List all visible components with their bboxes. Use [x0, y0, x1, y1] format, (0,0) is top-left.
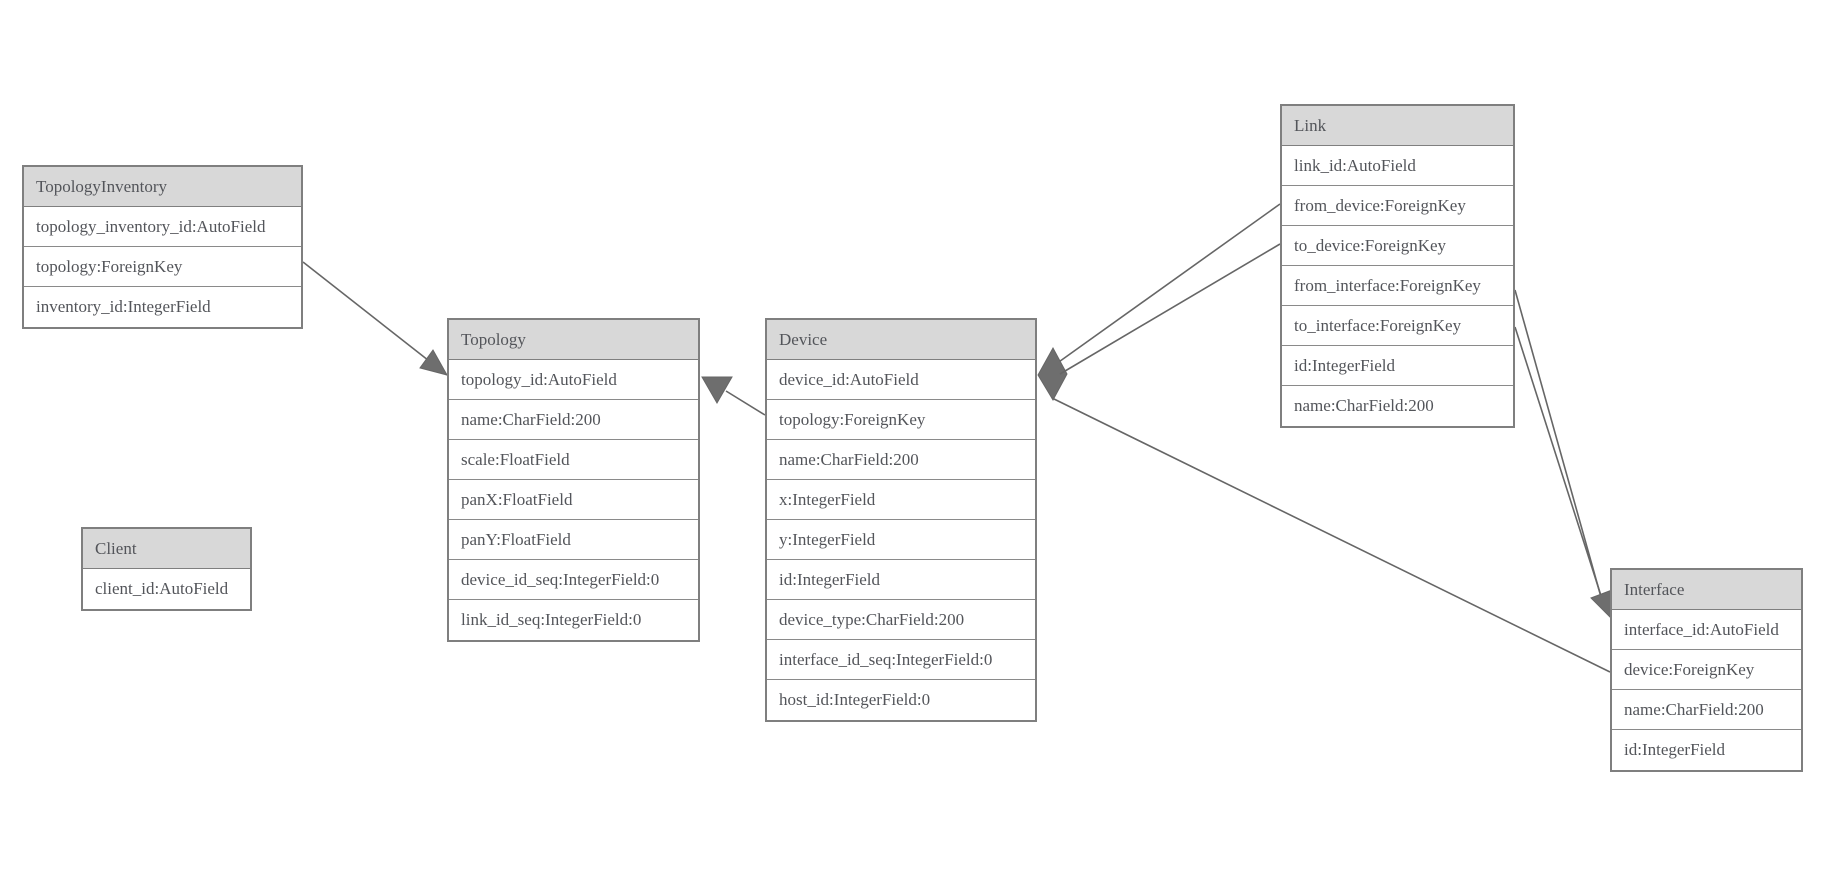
field-topologyinventory-inventory_id: inventory_id:IntegerField: [36, 297, 211, 316]
relation-arrowhead-link_to_interface-to-interface_interface_id: [1590, 589, 1613, 620]
field-link-to_device: to_device:ForeignKey: [1282, 226, 1513, 266]
field-topology-scale: scale:FloatField: [449, 440, 698, 480]
field-client-client_id: client_id:AutoField: [95, 579, 229, 598]
field-link-from_interface: from_interface:ForeignKey: [1282, 266, 1513, 306]
field-device-device_id: device_id:AutoField: [767, 360, 1035, 400]
field-topology-topology_id: topology_id:AutoField: [449, 360, 698, 400]
relation-arrowhead-device_topology-to-topology_topology_id: [701, 376, 733, 405]
field-interface-name: name:CharField:200: [1612, 690, 1801, 730]
field-link-name: name:CharField:200: [1294, 396, 1434, 415]
field-interface-device: device:ForeignKey: [1612, 650, 1801, 690]
relation-line-link_to_interface-to-interface_interface_id: [1514, 326, 1604, 603]
entity-title-client: Client: [83, 529, 250, 569]
relation-line-link_from_interface-to-interface_interface_id: [1514, 289, 1602, 598]
field-link-to_interface: to_interface:ForeignKey: [1282, 306, 1513, 346]
field-topology-link_id_seq: link_id_seq:IntegerField:0: [461, 610, 642, 629]
field-device-topology: topology:ForeignKey: [767, 400, 1035, 440]
relation-line-link_from_device-to-device_device_id: [1055, 203, 1281, 365]
field-interface-interface_id: interface_id:AutoField: [1612, 610, 1801, 650]
field-device-host_id: host_id:IntegerField:0: [779, 690, 931, 709]
field-interface-id: id:IntegerField: [1624, 740, 1726, 759]
field-topology-panX: panX:FloatField: [449, 480, 698, 520]
entity-title-topologyinventory: TopologyInventory: [24, 167, 301, 207]
field-link-link_id: link_id:AutoField: [1282, 146, 1513, 186]
relation-line-interface_device-to-device_device_id: [1051, 397, 1611, 673]
field-topology-panY: panY:FloatField: [449, 520, 698, 560]
field-device-id: id:IntegerField: [767, 560, 1035, 600]
field-device-y: y:IntegerField: [767, 520, 1035, 560]
field-topology-device_id_seq: device_id_seq:IntegerField:0: [449, 560, 698, 600]
field-topologyinventory-topology_inventory_id: topology_inventory_id:AutoField: [24, 207, 301, 247]
entity-title-link: Link: [1282, 106, 1513, 146]
relation-line-device_topology-to-topology_topology_id: [725, 390, 766, 416]
field-device-name: name:CharField:200: [767, 440, 1035, 480]
field-topologyinventory-topology: topology:ForeignKey: [24, 247, 301, 287]
field-topology-name: name:CharField:200: [449, 400, 698, 440]
field-device-device_type: device_type:CharField:200: [767, 600, 1035, 640]
relation-line-link_to_device-to-device_device_id: [1059, 243, 1281, 375]
field-link-from_device: from_device:ForeignKey: [1282, 186, 1513, 226]
relation-arrowhead-link_from_device-to-device_device_id: [1037, 346, 1068, 402]
relation-arrowhead-topologyinventory_topology-to-topology_topology_id: [419, 349, 449, 376]
field-device-interface_id_seq: interface_id_seq:IntegerField:0: [767, 640, 1035, 680]
entity-client: Client client_id:AutoField: [81, 527, 252, 611]
entity-title-device: Device: [767, 320, 1035, 360]
field-link-id: id:IntegerField: [1282, 346, 1513, 386]
entity-title-topology: Topology: [449, 320, 698, 360]
entity-title-interface: Interface: [1612, 570, 1801, 610]
relation-line-topologyinventory_topology-to-topology_topology_id: [302, 261, 448, 376]
field-device-x: x:IntegerField: [767, 480, 1035, 520]
